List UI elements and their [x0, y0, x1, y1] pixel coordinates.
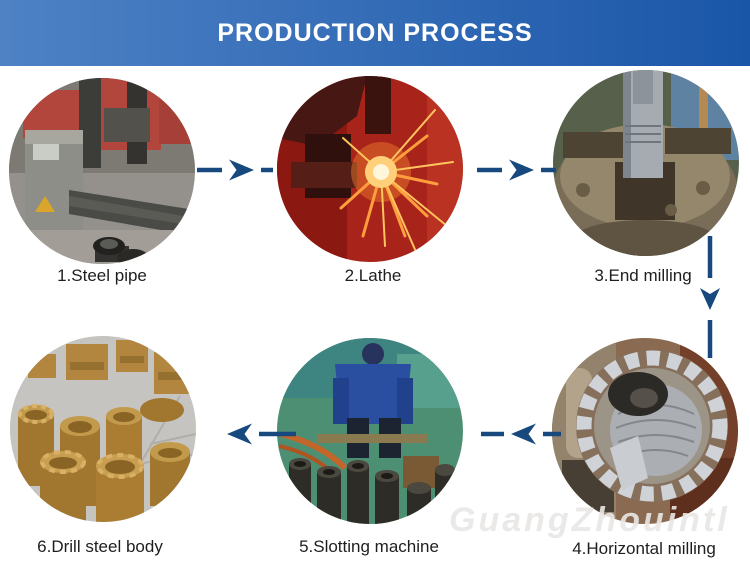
arrow-down-3-to-4: [700, 236, 720, 358]
arrow-right-2-to-3: [477, 159, 556, 181]
photo-step1-steel-pipe: [9, 78, 195, 264]
lathe-photo-illustration: [277, 76, 463, 262]
step-label-1: 1.Steel pipe: [57, 266, 147, 285]
arrow-right-1-to-2: [197, 159, 273, 181]
drill-steel-body-photo-illustration: [10, 336, 196, 522]
watermark: GuangZhouintl: [449, 501, 730, 539]
photo-step6-drill-steel-body: [10, 336, 196, 522]
step-label-5: 5.Slotting machine: [299, 537, 439, 556]
photo-step3-end-milling: [553, 70, 739, 256]
step-label-6: 6.Drill steel body: [37, 537, 163, 556]
end-milling-photo-illustration: [553, 70, 739, 256]
header-banner: PRODUCTION PROCESS: [0, 0, 750, 66]
page-title: PRODUCTION PROCESS: [217, 18, 533, 47]
horizontal-milling-photo-illustration: [552, 338, 738, 524]
slotting-machine-photo-illustration: [277, 338, 463, 524]
step-label-4: 4.Horizontal milling: [572, 539, 716, 558]
step-label-3: 3.End milling: [594, 266, 692, 285]
step-label-2: 2.Lathe: [344, 266, 402, 285]
photo-step2-lathe: [277, 76, 463, 262]
photo-step4-horizontal-milling: [552, 338, 738, 524]
photo-step5-slotting-machine: [277, 338, 463, 524]
arrow-left-4-to-5: [481, 423, 561, 445]
steel-pipe-photo-illustration: [9, 78, 195, 264]
